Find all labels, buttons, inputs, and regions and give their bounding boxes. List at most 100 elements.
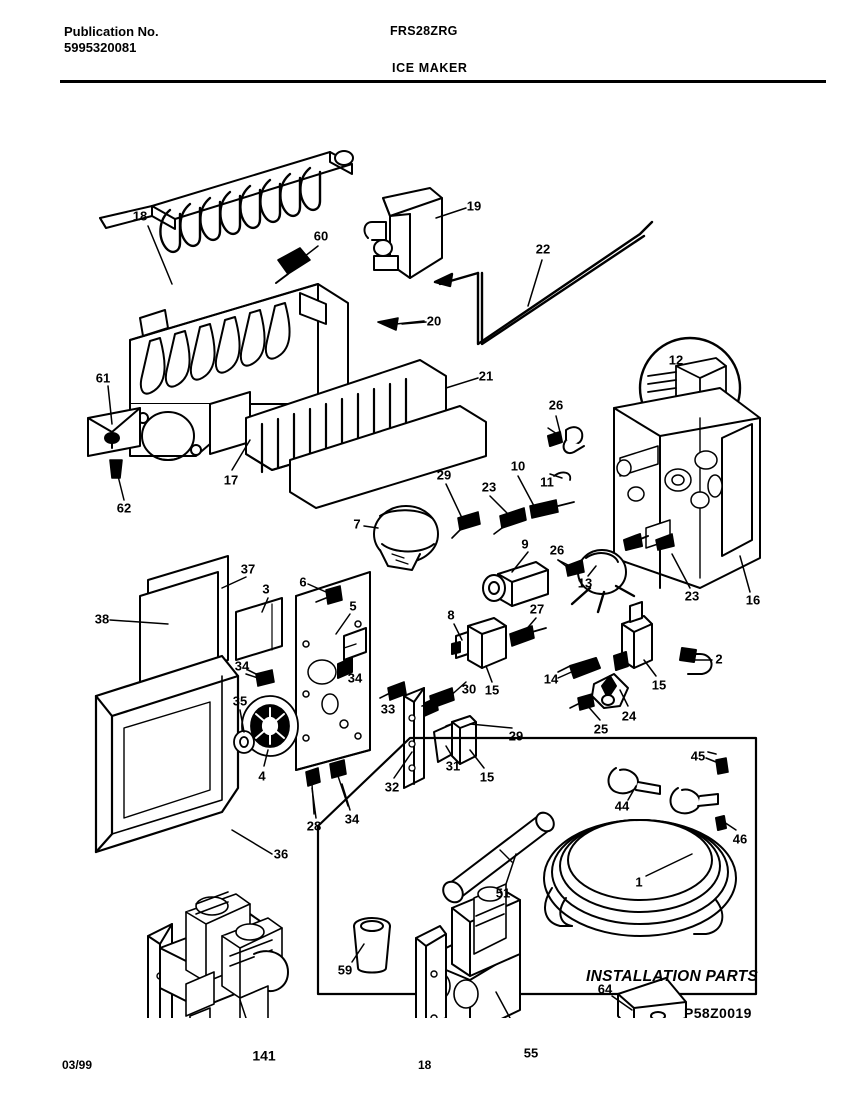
installation-parts-label: INSTALLATION PARTS — [586, 968, 759, 985]
callout-number-38: 38 — [94, 611, 110, 627]
callout-number-31: 31 — [445, 758, 461, 774]
part-26-clip-upper — [547, 426, 585, 454]
callout-number-32: 32 — [384, 779, 400, 795]
callout-number-22: 22 — [535, 241, 551, 257]
part-23-screws — [493, 507, 675, 551]
part-55-water-valve — [415, 883, 521, 1018]
part-20-screw — [377, 317, 425, 331]
part-36-ice-container — [94, 654, 240, 854]
model-number: FRS28ZRG — [390, 24, 458, 38]
callout-number-44: 44 — [614, 798, 630, 814]
section-title: ICE MAKER — [392, 61, 468, 75]
callout-number-29: 29 — [508, 728, 524, 744]
callout-number-20: 20 — [426, 313, 442, 329]
callout-number-18: 18 — [132, 208, 148, 224]
part-3-cover-plate — [235, 597, 283, 661]
part-22-bail-arm — [433, 220, 654, 346]
part-1-water-tubing — [543, 819, 737, 937]
callout-number-60: 60 — [313, 228, 329, 244]
part-62-screw — [109, 459, 123, 479]
callout-number-9: 9 — [521, 536, 529, 552]
part-14-lever — [557, 651, 629, 709]
callout-number-15: 15 — [651, 677, 667, 693]
callout-number-23: 23 — [481, 479, 497, 495]
callout-number-16: 16 — [745, 592, 761, 608]
part-4-drive-gear — [241, 695, 299, 757]
part-46-clamp — [669, 787, 727, 831]
part-13-wheel — [570, 549, 636, 614]
callout-number-45: 45 — [690, 748, 706, 764]
callout-number-15: 15 — [479, 769, 495, 785]
page-footer: 03/99 18 — [0, 1040, 848, 1100]
callout-number-27: 27 — [529, 601, 545, 617]
part-7-thermostat — [373, 505, 439, 571]
callout-number-23: 23 — [684, 588, 700, 604]
part-44-clamp — [607, 767, 661, 795]
callout-number-62: 62 — [116, 500, 132, 516]
part-25-screw — [569, 693, 595, 711]
part-30-screw — [421, 687, 455, 709]
part-141-dual-valve — [147, 891, 289, 1018]
callout-number-12: 12 — [668, 352, 684, 368]
header-divider — [60, 80, 826, 83]
callout-number-29: 29 — [436, 467, 452, 483]
part-64-strap — [617, 977, 687, 1018]
callout-number-34: 34 — [347, 670, 363, 686]
callout-number-1: 1 — [635, 874, 643, 890]
part-11-clip — [553, 471, 572, 481]
callout-number-13: 13 — [577, 575, 593, 591]
callout-number-141: 141 — [252, 1047, 276, 1064]
part-17-ice-mold — [129, 283, 349, 461]
publication-block: Publication No. 5995320081 — [64, 24, 159, 56]
callout-number-19: 19 — [466, 198, 482, 214]
part-27-screw — [509, 625, 547, 647]
callout-number-33: 33 — [380, 701, 396, 717]
part-18-ice-rake — [99, 150, 354, 254]
part-59-grommet — [353, 917, 391, 974]
page-header: Publication No. 5995320081 FRS28ZRG ICE … — [0, 0, 848, 90]
callout-number-26: 26 — [548, 397, 564, 413]
callout-number-8: 8 — [447, 607, 455, 623]
callout-number-28: 28 — [306, 818, 322, 834]
part-8-switch — [451, 617, 507, 669]
callout-number-36: 36 — [273, 846, 289, 862]
callout-number-4: 4 — [258, 768, 266, 784]
callout-number-6: 6 — [299, 574, 307, 590]
callout-number-7: 7 — [353, 516, 361, 532]
part-15-switch-lower — [451, 715, 477, 765]
callout-number-25: 25 — [593, 721, 609, 737]
callout-number-3: 3 — [262, 581, 270, 597]
part-35-bushing — [233, 730, 255, 754]
callout-number-34: 34 — [344, 811, 360, 827]
callout-number-61: 61 — [95, 370, 111, 386]
footer-date: 03/99 — [62, 1058, 93, 1072]
part-9-solenoid — [482, 561, 549, 607]
callout-number-35: 35 — [232, 693, 248, 709]
callout-number-14: 14 — [543, 671, 559, 687]
callout-number-5: 5 — [349, 598, 357, 614]
publication-label: Publication No. — [64, 24, 159, 39]
part-45-screw — [707, 751, 729, 775]
part-51-fill-tube — [442, 811, 555, 904]
part-60-screw — [275, 247, 311, 284]
footer-page-number: 18 — [418, 1058, 432, 1072]
installation-parts-box — [316, 736, 758, 996]
part-5-mounting-plate — [295, 571, 371, 771]
callout-number-17: 17 — [223, 472, 239, 488]
callout-number-59: 59 — [337, 962, 353, 978]
callout-number-37: 37 — [240, 561, 256, 577]
callout-number-30: 30 — [461, 681, 477, 697]
callout-number-64: 64 — [597, 981, 613, 997]
callout-number-51: 51 — [495, 885, 511, 901]
callout-number-55: 55 — [523, 1045, 539, 1061]
callout-number-2: 2 — [715, 651, 723, 667]
part-19-fill-cup — [363, 187, 443, 279]
callout-number-15: 15 — [484, 682, 500, 698]
callout-number-46: 46 — [732, 831, 748, 847]
part-21-ice-stripper — [245, 359, 487, 509]
part-2-wire — [679, 647, 713, 675]
callout-number-11: 11 — [540, 474, 554, 490]
part-10-shaft — [529, 499, 575, 519]
